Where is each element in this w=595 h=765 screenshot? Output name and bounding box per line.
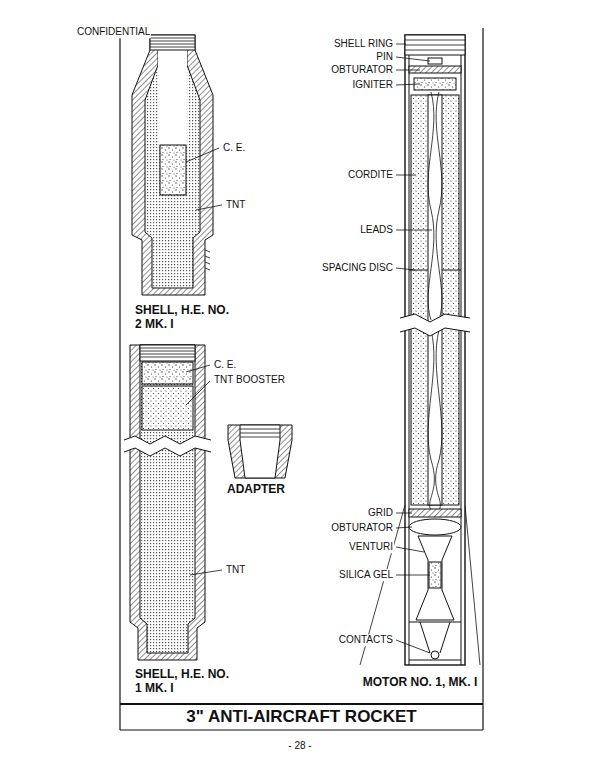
part-caption: ADAPTER <box>226 483 286 497</box>
part-label: IGNITER <box>351 79 394 91</box>
motor-caption: MOTOR NO. 1, MK. I <box>362 676 478 690</box>
shell-caption: SHELL, H.E. NO. 1 MK. I <box>134 668 236 696</box>
adapter <box>228 425 292 478</box>
shell-caption: SHELL, H.E. NO. 2 MK. I <box>134 304 236 332</box>
part-label: TNT BOOSTER <box>213 374 286 386</box>
shell-no1 <box>124 345 211 660</box>
drawing-frame <box>120 28 483 730</box>
part-label: TNT <box>225 564 246 576</box>
part-label: C. E. <box>213 359 237 371</box>
part-label: SILICA GEL <box>338 569 394 581</box>
figure-title: 3" ANTI-AIRCRAFT ROCKET <box>186 707 416 727</box>
page-number: - 28 - <box>287 740 312 752</box>
part-label: VENTURI <box>348 541 394 553</box>
leader-lines <box>186 44 432 653</box>
part-label: CONTACTS <box>338 634 394 646</box>
part-label: LEADS <box>359 224 394 236</box>
part-label: SPACING DISC <box>321 262 394 274</box>
part-label: OBTURATOR <box>330 522 394 534</box>
part-label: GRID <box>367 507 394 519</box>
part-label: C. E. <box>222 142 246 154</box>
part-label: TNT <box>225 199 246 211</box>
part-label: OBTURATOR <box>330 64 394 76</box>
shell-no2 <box>132 35 213 295</box>
classification-mark: CONFIDENTIAL <box>76 26 151 38</box>
part-label: PIN <box>375 51 394 63</box>
part-label: CORDITE <box>347 169 394 181</box>
part-label: SHELL RING <box>333 38 394 50</box>
